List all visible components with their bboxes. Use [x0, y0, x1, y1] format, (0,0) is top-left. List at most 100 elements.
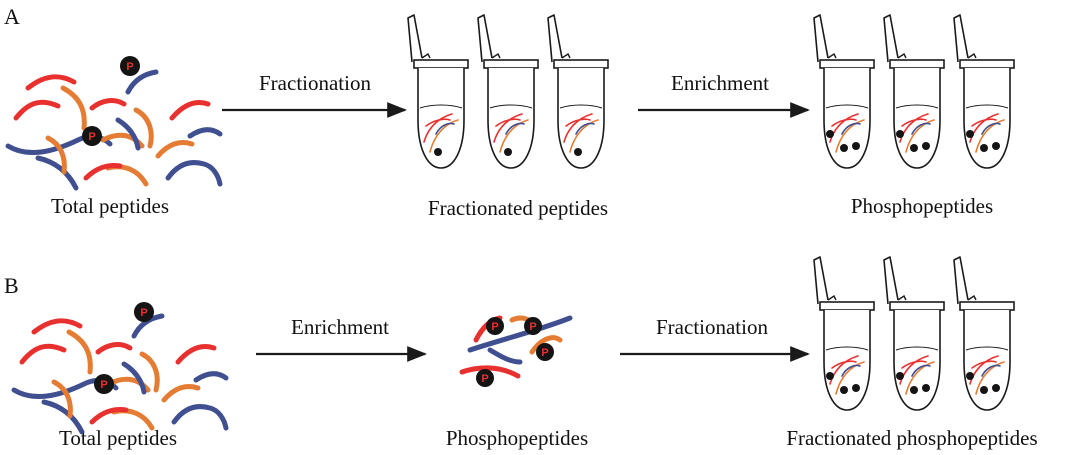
peptide-strand — [133, 107, 154, 149]
tube-lid — [883, 14, 899, 63]
total-peptides-label-b: Total peptides — [59, 426, 177, 450]
tube — [883, 256, 945, 411]
total-peptides-mixture-b: PP — [11, 302, 229, 435]
peptide-strand — [829, 355, 859, 385]
phospho-marker — [840, 386, 848, 394]
peptide-strand — [575, 122, 595, 135]
peptide-strand — [139, 351, 160, 393]
phospho-marker-label: P — [481, 373, 488, 385]
peptide-strand — [563, 113, 593, 143]
tube-rim — [553, 59, 609, 69]
phospho-marker-label: P — [529, 321, 536, 333]
peptide-strand — [831, 118, 857, 127]
peptide-strand — [835, 119, 865, 153]
phospho-marker — [896, 130, 904, 138]
tube-lid — [953, 14, 969, 63]
fractionated-peptides-tubes-a — [407, 14, 609, 169]
phospho-marker — [896, 372, 904, 380]
peptide-strand — [95, 342, 133, 355]
phospho-marker — [476, 369, 494, 387]
peptide-strand — [487, 347, 523, 365]
phospho-marker — [852, 142, 860, 150]
phospho-marker-label: P — [541, 347, 548, 359]
tube-liquid-line — [825, 104, 869, 109]
phosphopeptides-tubes-a — [813, 14, 1015, 169]
tube-liquid-line — [965, 104, 1009, 109]
phospho-marker — [434, 148, 442, 156]
peptide-strand — [115, 117, 141, 151]
tube-lid — [883, 256, 899, 305]
tube-rim — [889, 301, 945, 311]
tube-liquid-line — [895, 346, 939, 351]
peptide-strand — [905, 361, 935, 395]
tube — [883, 14, 945, 169]
phospho-marker — [992, 142, 1000, 150]
tube — [547, 14, 609, 169]
tube-liquid-line — [825, 346, 869, 351]
peptide-strand — [899, 355, 929, 385]
phospho-marker — [826, 372, 834, 380]
peptide-strand — [121, 361, 147, 395]
phospho-marker — [574, 148, 582, 156]
phospho-marker-label: P — [88, 131, 95, 143]
tube-hinge — [897, 52, 907, 59]
peptide-strand — [831, 360, 857, 369]
peptide-strand — [19, 343, 67, 365]
peptide-strand — [171, 404, 229, 431]
peptide-strand — [499, 119, 529, 153]
tube-hinge — [967, 52, 977, 59]
tube-rim — [413, 59, 469, 69]
phospho-marker — [486, 317, 504, 335]
total-peptides-mixture-a: PP — [5, 56, 223, 191]
phospho-marker — [826, 130, 834, 138]
peptide-strand — [505, 122, 525, 135]
peptide-strand — [35, 155, 79, 191]
peptide-strand — [161, 384, 201, 403]
peptide-strand — [45, 135, 67, 175]
tube-lid — [477, 14, 493, 63]
peptide-strand — [493, 113, 523, 143]
peptide-strand — [565, 118, 591, 127]
tube — [407, 14, 469, 169]
peptide-strand — [165, 160, 223, 187]
peptide-strand — [971, 118, 997, 127]
peptide-strand — [975, 119, 1005, 153]
tube-hinge — [967, 294, 977, 301]
enrichment-step-label-a: Enrichment — [671, 71, 769, 95]
peptide-strand — [435, 122, 455, 135]
peptide-strand — [25, 74, 77, 91]
phospho-marker — [992, 384, 1000, 392]
fractionation-step-label-b: Fractionation — [656, 315, 768, 339]
peptide-strand — [981, 122, 1001, 135]
phospho-marker — [922, 384, 930, 392]
tube-lid — [813, 14, 829, 63]
tube-hinge — [827, 294, 837, 301]
phospho-marker-label: P — [100, 379, 107, 391]
phospho-marker — [120, 56, 140, 76]
peptide-strand — [911, 364, 931, 377]
peptide-strand — [155, 140, 195, 159]
peptide-strand — [969, 355, 999, 385]
peptide-strand — [187, 127, 223, 139]
tube — [953, 14, 1015, 169]
peptide-strand — [13, 99, 61, 121]
peptide-strand — [829, 113, 859, 143]
tube-rim — [819, 59, 875, 69]
peptide-strand — [83, 163, 123, 181]
peptide-strand — [105, 164, 149, 187]
peptide-strand — [529, 335, 563, 355]
peptide-strand — [495, 118, 521, 127]
phospho-marker — [966, 372, 974, 380]
peptide-strand — [901, 360, 927, 369]
phospho-marker — [852, 384, 860, 392]
peptide-strand — [467, 315, 573, 353]
tube-hinge — [827, 52, 837, 59]
fractionated-phosphopeptides-label-b: Fractionated phosphopeptides — [786, 426, 1037, 450]
enrichment-step-label-b: Enrichment — [291, 315, 389, 339]
total-peptides-label-a: Total peptides — [51, 194, 169, 218]
peptide-strand — [981, 364, 1001, 377]
phospho-marker — [980, 386, 988, 394]
tube-rim — [959, 301, 1015, 311]
tube-liquid-line — [895, 104, 939, 109]
tube-liquid-line — [419, 104, 463, 109]
